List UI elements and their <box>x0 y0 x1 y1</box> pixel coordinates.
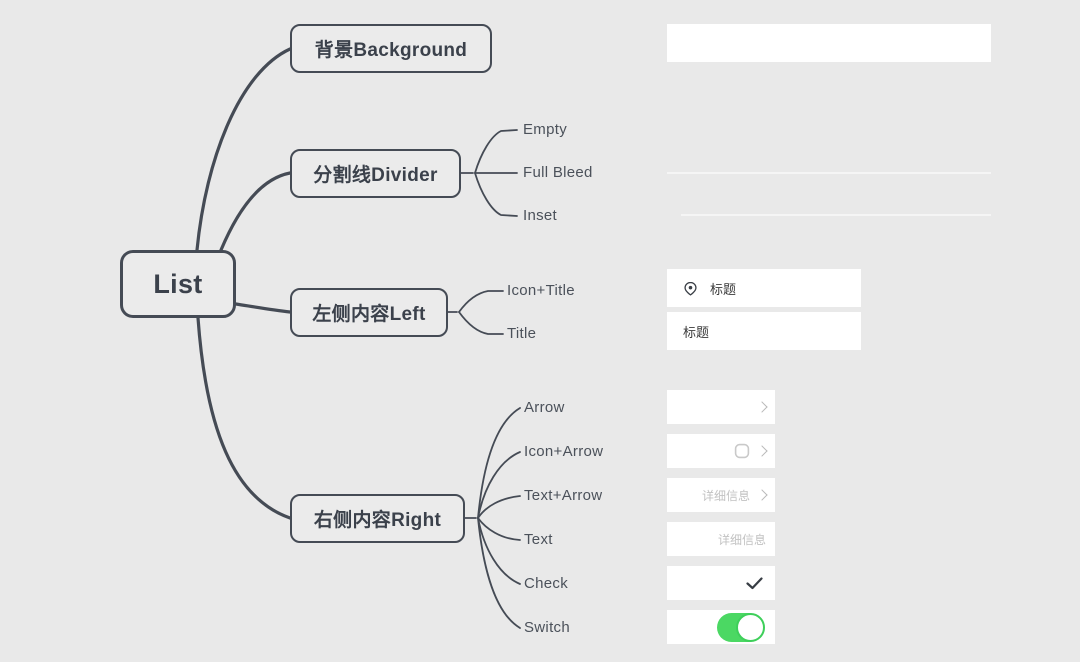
chevron-right-icon <box>756 401 768 413</box>
mindmap-root-node[interactable]: List <box>120 250 236 318</box>
detail-text: 详细信息 <box>701 488 750 503</box>
mindmap-leaf-icon-title[interactable]: Icon+Title <box>507 282 575 299</box>
location-pin-icon <box>684 281 697 296</box>
chevron-right-icon <box>756 445 768 457</box>
list-row-title-label: 标题 <box>683 324 710 340</box>
mindmap-leaf-text-arrow[interactable]: Text+Arrow <box>524 487 603 504</box>
mindmap-leaf-full-bleed[interactable]: Full Bleed <box>523 164 593 181</box>
mindmap-leaf-title[interactable]: Title <box>507 325 537 342</box>
list-row-title[interactable]: 标题 <box>667 312 861 350</box>
mindmap-node-background[interactable]: 背景Background <box>290 24 492 73</box>
mindmap-leaf-inset[interactable]: Inset <box>523 207 558 224</box>
background-sample-card <box>667 24 991 62</box>
list-row-text[interactable]: 详细信息 <box>667 522 775 556</box>
list-row-title-label: 标题 <box>710 281 737 297</box>
switch-toggle[interactable] <box>717 612 765 642</box>
detail-text: 详细信息 <box>717 532 766 547</box>
mindmap-leaf-check[interactable]: Check <box>524 575 569 592</box>
chevron-right-icon <box>756 489 768 501</box>
check-icon <box>746 576 763 589</box>
list-row-switch[interactable] <box>667 610 775 644</box>
mindmap-leaf-empty[interactable]: Empty <box>523 121 568 138</box>
mindmap-node-right[interactable]: 右侧内容Right <box>290 494 465 543</box>
list-row-check[interactable] <box>667 566 775 600</box>
list-row-text-arrow[interactable]: 详细信息 <box>667 478 775 512</box>
list-row-arrow[interactable] <box>667 390 775 424</box>
mindmap-node-divider[interactable]: 分割线Divider <box>290 149 461 198</box>
switch-knob <box>736 612 765 642</box>
divider-inset-sample <box>681 214 991 216</box>
list-row-icon-arrow[interactable] <box>667 434 775 468</box>
divider-full-bleed-sample <box>667 172 991 174</box>
mindmap-leaf-switch[interactable]: Switch <box>524 619 570 636</box>
mindmap-leaf-arrow[interactable]: Arrow <box>524 399 565 416</box>
list-row-icon-title[interactable]: 标题 <box>667 269 861 307</box>
rounded-square-icon <box>734 443 750 459</box>
mindmap-leaf-icon-arrow[interactable]: Icon+Arrow <box>524 443 604 460</box>
mindmap-leaf-text[interactable]: Text <box>524 531 553 548</box>
mindmap-node-left[interactable]: 左侧内容Left <box>290 288 448 337</box>
